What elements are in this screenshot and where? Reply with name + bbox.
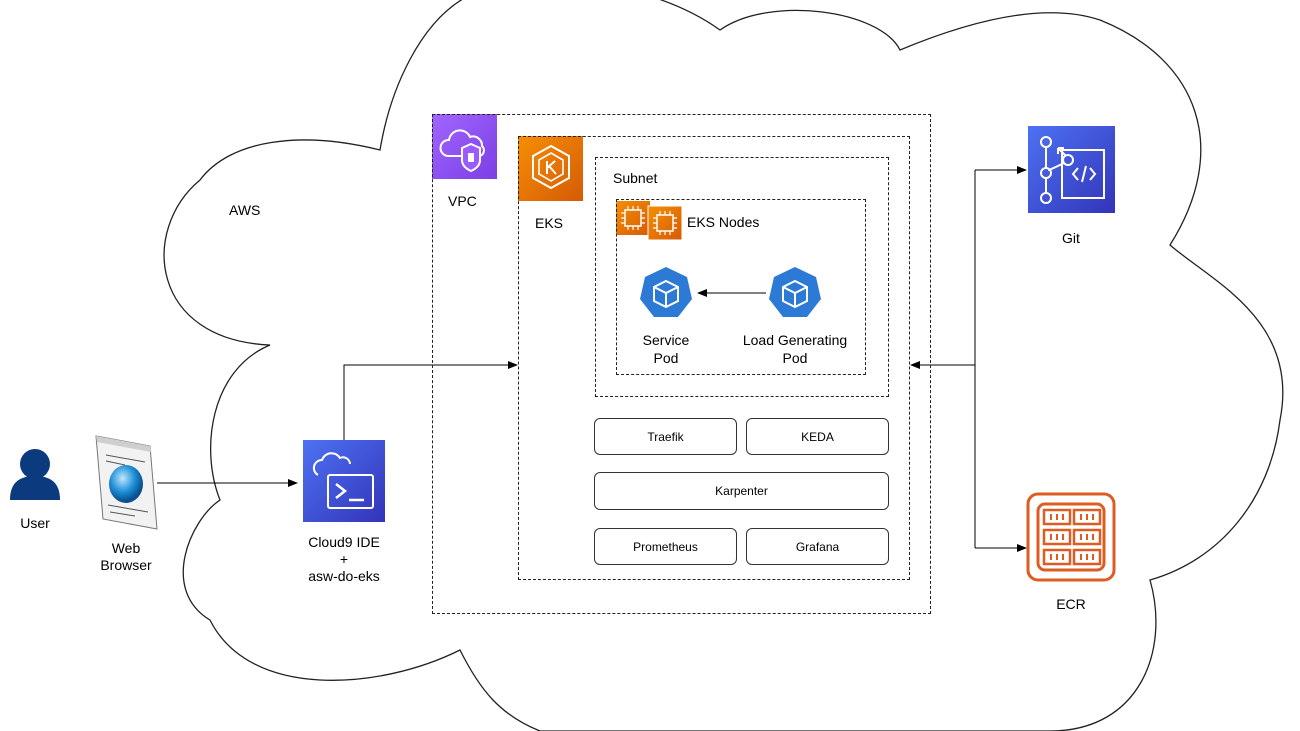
load-pod-label-line2: Pod <box>782 350 808 366</box>
browser-label-line2: Browser <box>100 557 152 573</box>
browser-label: Web Browser <box>88 540 164 574</box>
service-pod-icon <box>640 267 692 317</box>
vpc-icon <box>432 114 497 179</box>
prometheus-box: Prometheus <box>594 528 737 565</box>
ecr-icon <box>1026 492 1116 582</box>
browser-label-line1: Web <box>111 540 141 556</box>
aws-label: AWS <box>229 202 261 218</box>
cloud9-icon <box>303 440 385 522</box>
browser-icon <box>95 435 158 530</box>
subnet-label: Subnet <box>613 170 658 186</box>
keda-box: KEDA <box>746 418 889 455</box>
ec2-node-icon-front <box>647 205 683 241</box>
eks-label: EKS <box>535 215 564 231</box>
karpenter-box: Karpenter <box>594 472 889 510</box>
traefik-box: Traefik <box>594 418 737 455</box>
load-pod-label-line1: Load Generating <box>742 332 848 348</box>
cloud9-to-eks-arrow <box>343 361 518 440</box>
service-pod-label-line1: Service <box>642 332 690 348</box>
user-label: User <box>20 515 50 531</box>
load-generating-pod-label: Load Generating Pod <box>730 331 860 367</box>
cloud9-label-line3: asw-do-eks <box>308 568 380 584</box>
aws-cloud-outline <box>163 0 1284 731</box>
eks-nodes-boundary <box>616 199 866 375</box>
git-icon <box>1028 126 1115 213</box>
eks-nodes-label: EKS Nodes <box>687 214 760 230</box>
cloud9-label: Cloud9 IDE + asw-do-eks <box>294 534 394 585</box>
vpc-boundary <box>432 114 931 614</box>
cloud9-label-line1: Cloud9 IDE <box>308 534 380 550</box>
git-label: Git <box>1062 230 1080 246</box>
ec2-node-icon-back <box>616 201 650 235</box>
eks-icon <box>518 136 583 201</box>
ecr-label: ECR <box>1056 596 1086 612</box>
connectors <box>157 166 1027 552</box>
vpc-label: VPC <box>448 193 477 209</box>
grafana-box: Grafana <box>746 528 889 565</box>
cloud9-label-line2: + <box>339 551 349 567</box>
load-generating-pod-icon <box>769 267 821 317</box>
subnet-boundary <box>595 157 889 397</box>
user-icon <box>10 449 60 500</box>
eks-cluster-boundary <box>518 136 910 580</box>
service-pod-label: Service Pod <box>626 331 706 367</box>
service-pod-label-line2: Pod <box>653 350 679 366</box>
